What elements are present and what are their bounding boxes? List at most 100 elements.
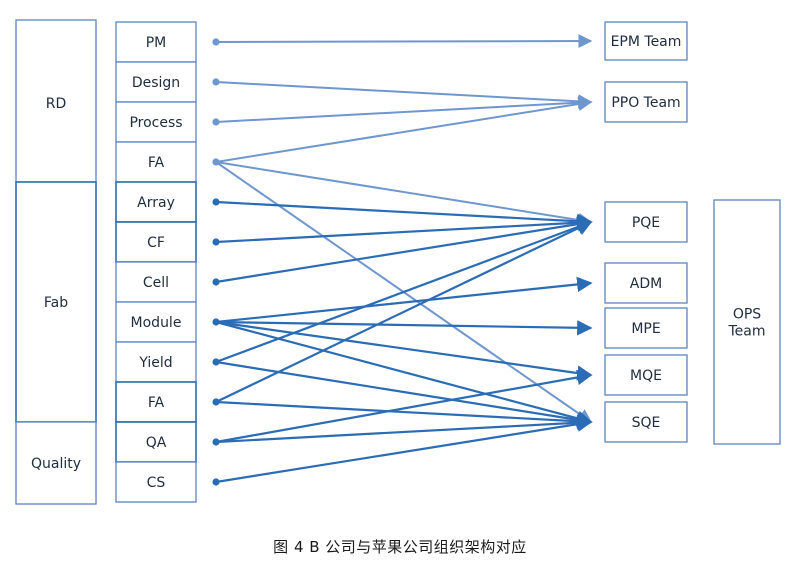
function-pm: PM [115, 21, 197, 63]
function-yield-label: Yield [138, 355, 172, 371]
link-process-to-ppo [215, 95, 593, 123]
function-cell: Cell [115, 261, 197, 303]
link-array-to-pqe [215, 200, 593, 229]
link-module-to-adm [215, 276, 593, 324]
function-fa2: FA [115, 381, 197, 423]
link-origin-dot [212, 78, 220, 86]
functions-layer: PMDesignProcessFAArrayCFCellModuleYieldF… [115, 21, 197, 503]
team-epm-label: EPM Team [611, 34, 682, 50]
function-cell-box [115, 261, 197, 303]
function-design: Design [115, 61, 197, 103]
team-sqe-label: SQE [632, 415, 661, 431]
link-design-to-ppo [215, 81, 593, 109]
function-array-label: Array [137, 195, 175, 211]
link-qa-to-mqe [215, 369, 593, 444]
function-yield: Yield [115, 341, 197, 383]
link-yield-to-pqe [215, 219, 593, 364]
function-fa1: FA [115, 141, 197, 183]
function-module: Module [115, 301, 197, 343]
team-ppo: PPO Team [604, 81, 688, 123]
function-fa2-label: FA [148, 395, 165, 411]
function-pm-box [115, 21, 197, 63]
team-pqe: PQE [604, 201, 688, 243]
group-fab-label: Fab [44, 295, 68, 311]
link-fa1-to-pqe [215, 161, 593, 227]
function-qa: QA [115, 421, 197, 463]
group-fab: Fab [15, 181, 97, 423]
group-quality-label: Quality [31, 456, 81, 472]
link-origin-dot [212, 278, 220, 286]
function-process-label: Process [129, 115, 182, 131]
function-fa1-box [115, 141, 197, 183]
link-origin-dot [212, 478, 220, 486]
link-fa1-to-ppo [215, 97, 593, 163]
links-layer [212, 34, 593, 486]
link-fa2-to-sqe [215, 400, 593, 429]
group-rd-box [15, 19, 97, 183]
function-qa-label: QA [146, 435, 167, 451]
team-adm-label: ADM [630, 276, 662, 292]
function-cs-label: CS [147, 475, 166, 491]
group-quality-box [15, 421, 97, 505]
link-qa-to-sqe [215, 415, 593, 444]
team-adm: ADM [604, 262, 688, 304]
link-module-to-mqe [215, 320, 593, 381]
link-cell-to-pqe [215, 216, 593, 284]
function-module-box [115, 301, 197, 343]
team-mqe-label: MQE [630, 368, 662, 384]
function-array-box [115, 181, 197, 223]
team-ppo-label: PPO Team [611, 95, 680, 111]
link-cf-to-pqe [215, 215, 593, 244]
team-adm-box [604, 262, 688, 304]
function-cell-label: Cell [143, 275, 169, 291]
team-mpe: MPE [604, 307, 688, 349]
team-mqe-box [604, 354, 688, 396]
team-mpe-label: MPE [631, 321, 660, 337]
group-quality: Quality [15, 421, 97, 505]
group-fab-box [15, 181, 97, 423]
function-design-label: Design [132, 75, 180, 91]
team-pqe-label: PQE [632, 215, 660, 231]
function-array: Array [115, 181, 197, 223]
function-cf: CF [115, 221, 197, 263]
link-fa2-to-pqe [215, 221, 593, 403]
function-module-label: Module [131, 315, 182, 331]
team-pqe-box [604, 201, 688, 243]
function-fa2-box [115, 381, 197, 423]
ops-team-box [713, 199, 781, 445]
team-epm: EPM Team [604, 21, 688, 61]
figure-caption: 图 4 B 公司与苹果公司组织架构对应 [273, 538, 527, 556]
link-origin-dot [212, 38, 220, 46]
team-mpe-box [604, 307, 688, 349]
group-rd-label: RD [46, 96, 67, 112]
link-pm-to-epm [215, 34, 593, 49]
link-origin-dot [212, 198, 220, 206]
team-sqe: SQE [604, 401, 688, 443]
function-fa1-label: FA [148, 155, 165, 171]
ops-team-label: Team [727, 324, 765, 340]
link-origin-dot [212, 238, 220, 246]
team-sqe-box [604, 401, 688, 443]
function-design-box [115, 61, 197, 103]
function-process: Process [115, 101, 197, 143]
function-cf-label: CF [147, 235, 165, 251]
function-yield-box [115, 341, 197, 383]
function-pm-label: PM [146, 35, 167, 51]
group-rd: RD [15, 19, 97, 183]
link-origin-dot [212, 118, 220, 126]
link-cs-to-sqe [215, 416, 593, 484]
function-cs-box [115, 461, 197, 503]
link-module-to-mpe [215, 320, 593, 336]
function-qa-box [115, 421, 197, 463]
team-ppo-box [604, 81, 688, 123]
function-cs: CS [115, 461, 197, 503]
team-epm-box [604, 21, 688, 61]
ops-team-label: OPS [733, 307, 761, 323]
team-mqe: MQE [604, 354, 688, 396]
function-process-box [115, 101, 197, 143]
